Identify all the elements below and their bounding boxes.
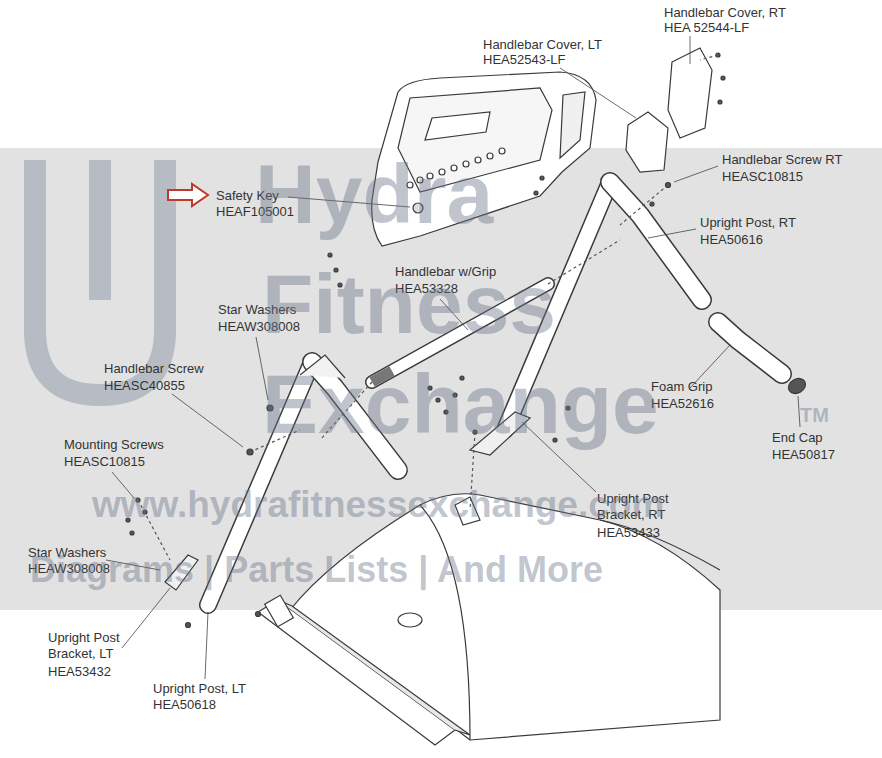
part-label: HEA 52544-LF bbox=[664, 20, 749, 36]
hood-hole bbox=[398, 613, 422, 627]
cover-lt bbox=[626, 112, 668, 172]
part-label: HEASC40855 bbox=[104, 378, 185, 394]
watermark-logo bbox=[35, 160, 165, 395]
watermark-text: www.hydrafitnessexchange.com bbox=[92, 486, 664, 523]
part-label: Upright Post, RT bbox=[700, 215, 796, 231]
part-label: HEA52543-LF bbox=[483, 52, 565, 68]
part-label: Handlebar Cover, RT bbox=[664, 5, 786, 21]
part-label: Upright Post Bracket, LT bbox=[48, 630, 140, 662]
part-label: HEA53432 bbox=[48, 664, 111, 680]
part-label: Handlebar Screw RT bbox=[722, 152, 842, 168]
pointer-arrow bbox=[168, 184, 208, 206]
console-side bbox=[560, 92, 585, 158]
end-cap bbox=[786, 375, 809, 396]
watermark-text: TM bbox=[800, 405, 829, 425]
part-label: Upright Post, LT bbox=[153, 681, 246, 697]
crossbar-side bbox=[278, 600, 470, 735]
part-label: Mounting Screws bbox=[64, 437, 164, 453]
display bbox=[425, 112, 490, 140]
motor-hood bbox=[290, 494, 720, 740]
watermark-text: Diagrams | Parts Lists | And More bbox=[30, 552, 603, 588]
part-label: HEASC10815 bbox=[64, 454, 145, 470]
part-label: Handlebar Cover, LT bbox=[483, 37, 602, 53]
screws bbox=[126, 53, 725, 628]
part-label: HEA53433 bbox=[597, 525, 660, 541]
crossbar-end bbox=[265, 595, 294, 627]
part-label: Foam Grip bbox=[651, 379, 712, 395]
watermark-text: Hydra bbox=[255, 152, 493, 236]
part-label: HEASC10815 bbox=[722, 169, 803, 185]
part-label: End Cap bbox=[772, 430, 823, 446]
part-label: HEA52616 bbox=[651, 396, 714, 412]
part-label: HEA50817 bbox=[772, 447, 835, 463]
treadmill-parts bbox=[126, 48, 808, 745]
part-label: HEA50616 bbox=[700, 232, 763, 248]
part-label: Handlebar Screw bbox=[104, 361, 204, 377]
assembly-lines bbox=[138, 55, 718, 560]
part-label: HEA50618 bbox=[153, 697, 216, 713]
watermark-text: Fitness bbox=[262, 262, 556, 346]
watermark-text: Exchange bbox=[262, 362, 659, 446]
